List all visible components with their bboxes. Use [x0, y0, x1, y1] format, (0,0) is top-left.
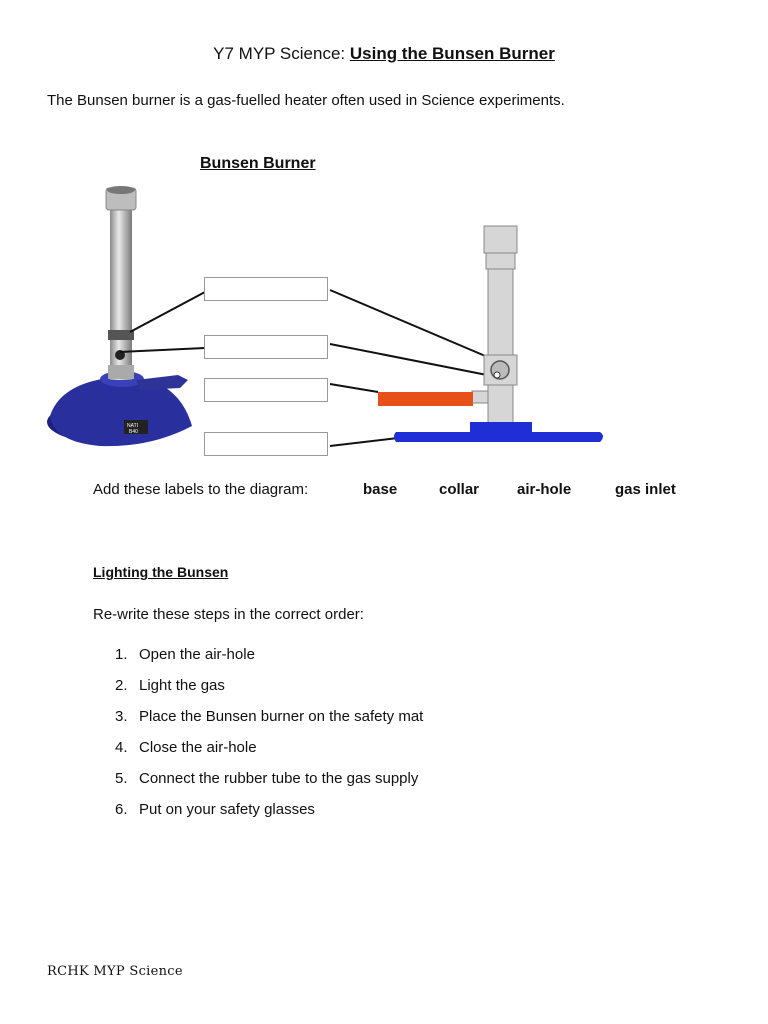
label-box-2[interactable] [204, 335, 328, 359]
page-title: Y7 MYP Science: Using the Bunsen Burner [0, 44, 768, 64]
photo-badge-text-2: B40 [129, 429, 138, 435]
step-item: 1. Open the air-hole [115, 646, 255, 663]
step-item: 3. Place the Bunsen burner on the safety … [115, 708, 423, 725]
labels-instruction: Add these labels to the diagram: [93, 481, 309, 498]
leader-gasinlet-diagram [329, 383, 379, 393]
rewrite-instruction: Re-write these steps in the correct orde… [93, 606, 364, 623]
title-main: Using the Bunsen Burner [349, 44, 555, 63]
leader-lines [119, 289, 493, 447]
photo-base [50, 378, 192, 447]
step-text: Close the air-hole [139, 739, 257, 756]
diagram-title: Bunsen Burner [200, 155, 316, 172]
photo-collar [108, 330, 134, 340]
photo-badge-bg [124, 420, 148, 434]
schematic-lower-tube [487, 384, 514, 424]
step-item: 6. Put on your safety glasses [115, 801, 315, 818]
intro-text: The Bunsen burner is a gas-fuelled heate… [47, 92, 565, 109]
label-word-air-hole: air-hole [517, 481, 572, 498]
photo-badge-text: NATI [127, 423, 138, 429]
label-word-collar: collar [439, 481, 480, 498]
schematic-base [394, 432, 603, 442]
label-word-gas-inlet: gas inlet [615, 481, 676, 498]
schematic-gas-inlet [378, 392, 473, 406]
photo-lower-tube [108, 365, 134, 379]
leader-airhole-photo [119, 347, 206, 353]
leader-collar-diagram [329, 289, 491, 359]
schematic-air-hole-inner [493, 371, 501, 379]
bunsen-diagram: NATI B40 [40, 180, 610, 470]
leader-base-diagram [329, 437, 399, 447]
leader-airhole-diagram [329, 343, 493, 377]
label-box-4[interactable] [204, 432, 328, 456]
step-number: 4. [115, 739, 128, 756]
step-text: Place the Bunsen burner on the safety ma… [139, 708, 424, 725]
step-item: 2. Light the gas [115, 677, 225, 694]
title-prefix: Y7 MYP Science: [213, 44, 350, 63]
step-text: Put on your safety glasses [139, 801, 315, 818]
step-text: Connect the rubber tube to the gas suppl… [139, 770, 419, 787]
burner-schematic [378, 225, 603, 442]
lighting-heading: Lighting the Bunsen [93, 564, 229, 580]
schematic-base-top [470, 422, 532, 432]
footer-text: RCHK MYP Science [47, 964, 183, 979]
step-text: Open the air-hole [139, 646, 255, 663]
step-number: 5. [115, 770, 128, 787]
labels-row: Add these labels to the diagram: base co… [93, 481, 713, 498]
step-item: 5. Connect the rubber tube to the gas sup… [115, 770, 418, 787]
burner-photo: NATI B40 [47, 186, 192, 447]
step-number: 1. [115, 646, 128, 663]
leader-collar-photo [129, 291, 206, 333]
step-number: 6. [115, 801, 128, 818]
photo-gas-inlet [136, 375, 188, 390]
label-box-3[interactable] [204, 378, 328, 402]
label-word-base: base [363, 481, 398, 498]
step-item: 4. Close the air-hole [115, 739, 257, 756]
schematic-inlet-joint [471, 390, 489, 404]
photo-tube-opening [107, 186, 135, 194]
step-number: 2. [115, 677, 128, 694]
step-text: Light the gas [139, 677, 225, 694]
schematic-tube-neck [485, 252, 516, 270]
schematic-tube-top [483, 225, 518, 254]
schematic-tube [487, 268, 514, 356]
step-number: 3. [115, 708, 128, 725]
label-box-1[interactable] [204, 277, 328, 301]
bunsen-diagram-svg: NATI B40 [47, 186, 603, 447]
